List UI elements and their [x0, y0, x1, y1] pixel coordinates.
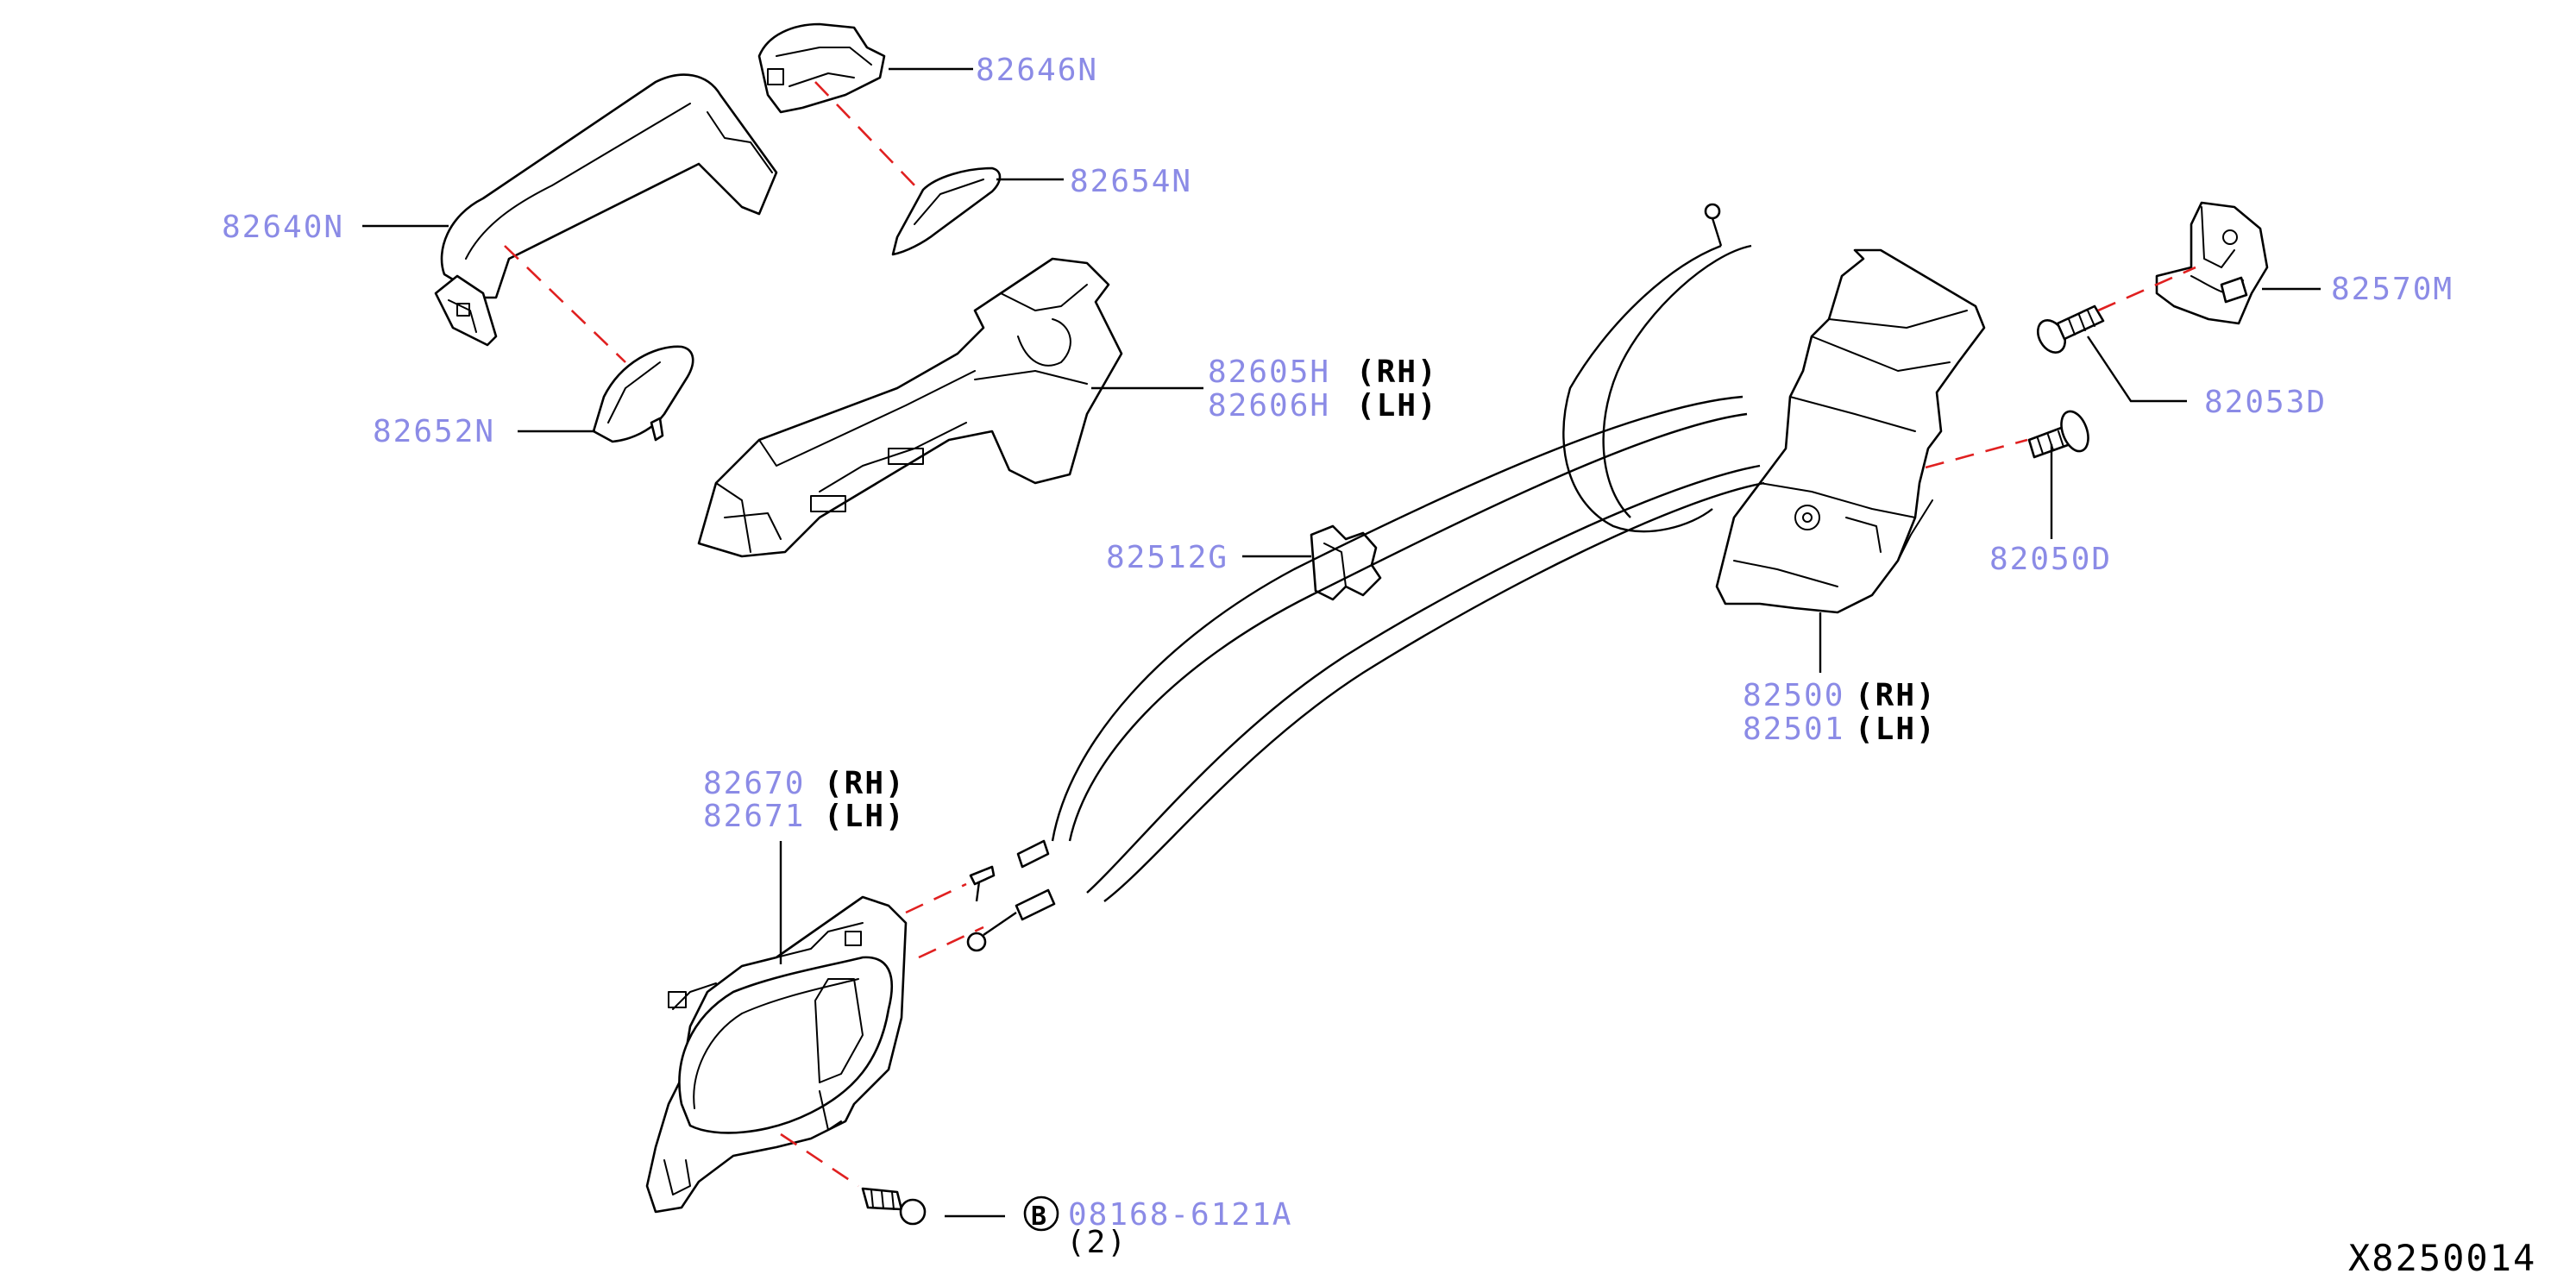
door-lock-actuator-82500[interactable]	[1715, 248, 1986, 614]
handle-frame-82605H[interactable]	[697, 257, 1123, 558]
clip-82512G[interactable]	[1310, 524, 1382, 601]
gasket-82654N[interactable]	[891, 166, 1002, 256]
label-82606H-side: (LH)	[1356, 388, 1438, 424]
bolt-82050D[interactable]	[2027, 408, 2093, 459]
label-82670[interactable]: 82670	[703, 766, 805, 801]
label-82050D[interactable]: 82050D	[1989, 542, 2112, 577]
label-82512G[interactable]: 82512G	[1106, 540, 1228, 575]
screw-82053D[interactable]	[2033, 304, 2105, 357]
label-82500[interactable]: 82500	[1743, 678, 1844, 713]
label-08168-6121A[interactable]: 08168-6121A	[1068, 1197, 1292, 1233]
label-82671[interactable]: 82671	[703, 799, 805, 834]
label-82500-side: (RH)	[1855, 678, 1937, 713]
bolt-marker-letter: B	[1031, 1202, 1048, 1232]
handle-cap-82646N[interactable]	[757, 22, 886, 114]
label-82570M[interactable]: 82570M	[2331, 272, 2453, 307]
label-82646N[interactable]: 82646N	[976, 53, 1098, 88]
bolt-marker-circle	[1023, 1195, 1059, 1232]
striker-82570M[interactable]	[2155, 201, 2269, 325]
inside-handle-82670[interactable]	[645, 895, 908, 1214]
diagram-id: X8250014	[2348, 1237, 2536, 1279]
label-82671-side: (LH)	[824, 799, 906, 834]
label-82654N[interactable]: 82654N	[1070, 164, 1192, 199]
assembly-lines	[504, 81, 2196, 1188]
outside-handle-82640N[interactable]	[434, 73, 778, 347]
label-qty: (2)	[1066, 1225, 1128, 1260]
label-82605H-side: (RH)	[1356, 355, 1438, 390]
label-82652N[interactable]: 82652N	[373, 414, 495, 449]
label-82605H[interactable]: 82605H	[1208, 355, 1330, 390]
label-82053D[interactable]: 82053D	[2204, 385, 2327, 420]
leader-lines	[362, 67, 2321, 1218]
label-82501[interactable]: 82501	[1743, 712, 1844, 747]
rod-cables	[966, 203, 1765, 952]
bolt-08168-6121A[interactable]	[861, 1187, 927, 1226]
label-82670-side: (RH)	[824, 766, 906, 801]
part-labels: 82646N 82654N 82640N 82652N 82605H (RH) …	[222, 53, 2536, 1279]
label-82606H[interactable]: 82606H	[1208, 388, 1330, 424]
label-82501-side: (LH)	[1855, 712, 1937, 747]
label-82640N[interactable]: 82640N	[222, 210, 344, 245]
gasket-82652N[interactable]	[592, 345, 694, 443]
